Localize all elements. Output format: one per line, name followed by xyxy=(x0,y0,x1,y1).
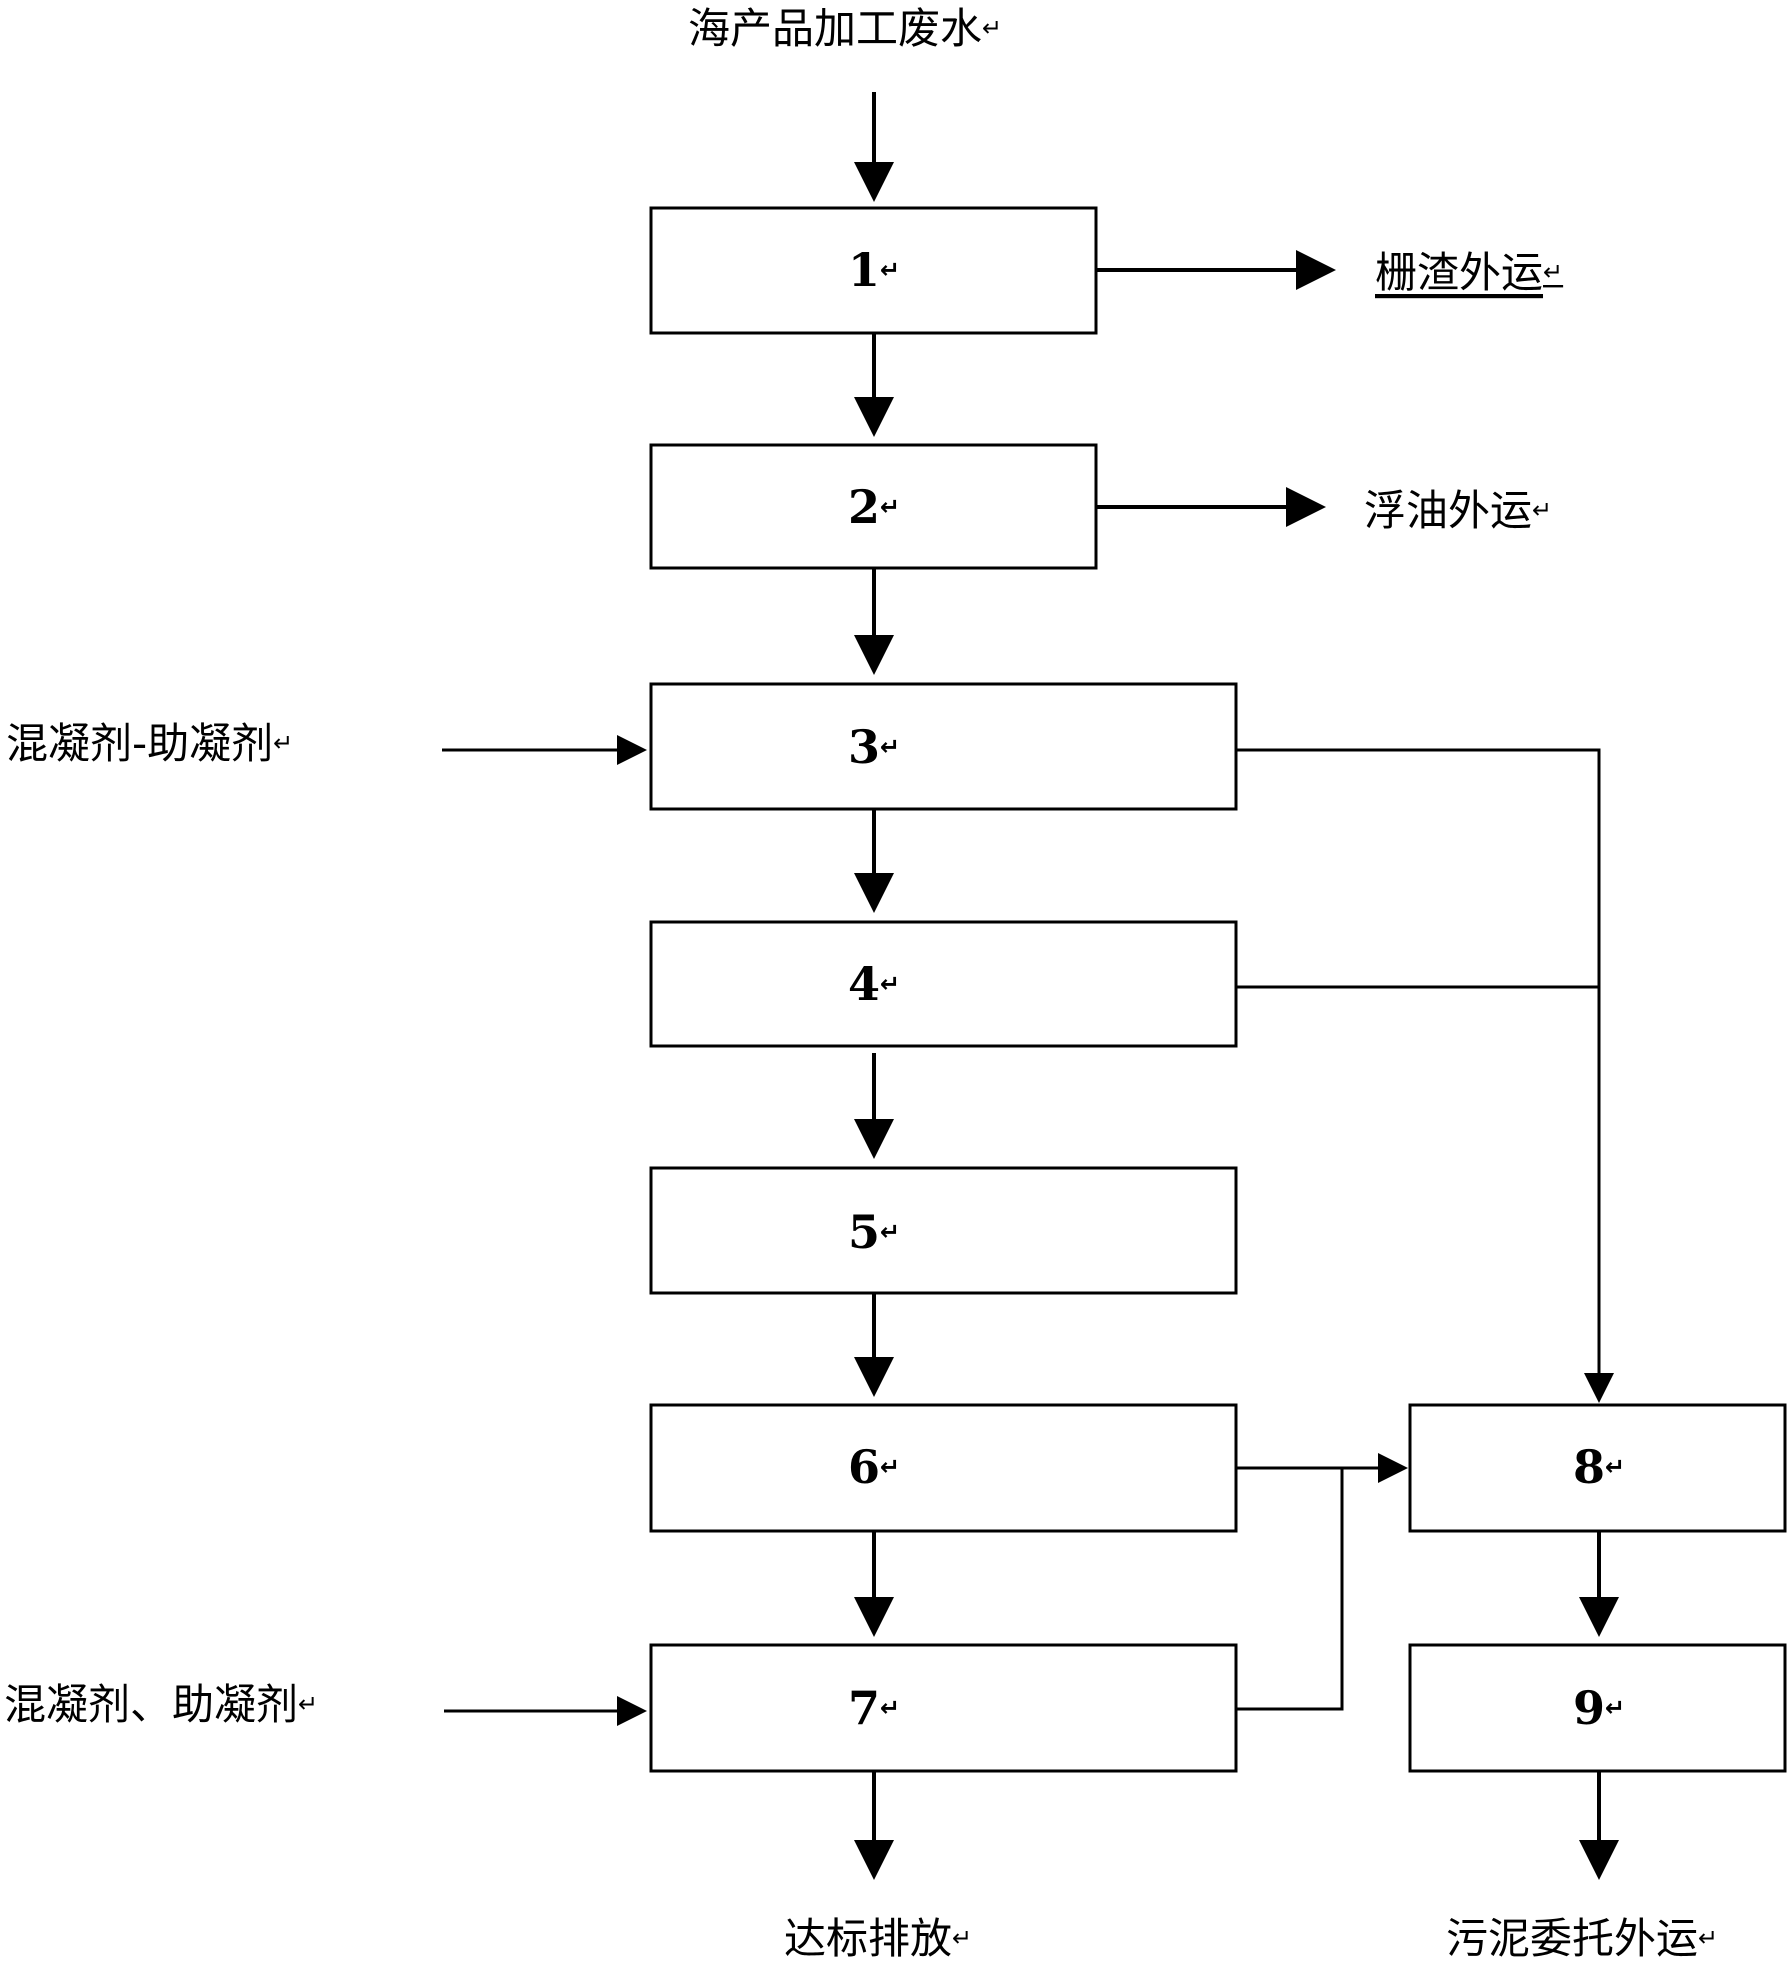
box-4-label: 4↵ xyxy=(848,957,900,1011)
box-6 xyxy=(649,1403,1238,1533)
process-boxes xyxy=(649,206,1787,1773)
box-1 xyxy=(649,206,1098,335)
box-8-label: 8↵ xyxy=(1573,1440,1625,1494)
discharge-label: 达标排放↵ xyxy=(784,1914,972,1963)
box-9 xyxy=(1408,1643,1787,1773)
box-3 xyxy=(649,682,1238,811)
box-4 xyxy=(649,920,1238,1048)
input-label: 海产品加工废水↵ xyxy=(688,4,1002,53)
sludge-output-label: 污泥委托外运↵ xyxy=(1446,1914,1718,1963)
screen-residue-label: 栅渣外运↵ xyxy=(1375,248,1563,297)
box-7 xyxy=(649,1643,1238,1773)
line-7-to-8 xyxy=(1236,1468,1344,1711)
box-5 xyxy=(649,1166,1238,1295)
dosing-arrows xyxy=(442,735,647,1726)
box-9-label: 9↵ xyxy=(1573,1681,1625,1735)
box-5-label: 5↵ xyxy=(848,1205,900,1259)
box-2 xyxy=(649,443,1098,570)
box-2-label: 2↵ xyxy=(848,480,900,534)
box-1-label: 1↵ xyxy=(848,243,900,297)
box-6-label: 6↵ xyxy=(848,1440,900,1494)
box-7-label: 7↵ xyxy=(848,1681,900,1735)
line-3-to-8 xyxy=(1236,748,1614,1403)
box-3-label: 3↵ xyxy=(848,720,900,774)
floating-oil-label: 浮油外运↵ xyxy=(1364,486,1552,535)
side-output-arrows xyxy=(1096,250,1336,527)
box-labels: 1↵ 2↵ 3↵ 4↵ 5↵ 6↵ 7↵ 8↵ 9↵ xyxy=(848,243,1625,1735)
dosing-2-label: 混凝剂、助凝剂↵ xyxy=(4,1680,318,1729)
box-8 xyxy=(1408,1403,1787,1533)
dosing-1-label: 混凝剂-助凝剂↵ xyxy=(6,719,293,768)
sludge-lines xyxy=(1236,748,1614,1711)
